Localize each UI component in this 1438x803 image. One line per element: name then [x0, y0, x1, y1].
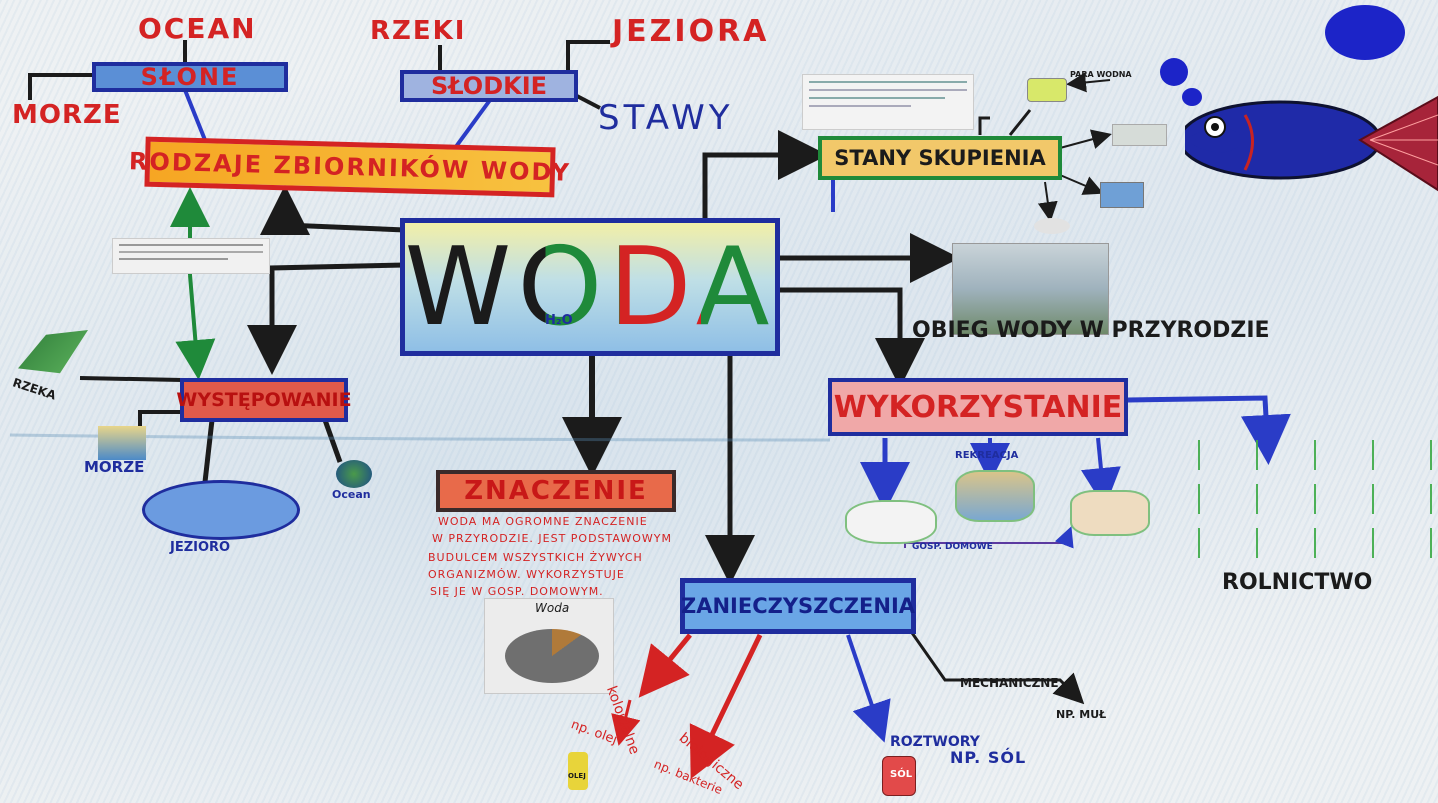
oil-bottle-label: OLEJ [568, 772, 586, 780]
box-znaczenie: ZNACZENIE [436, 470, 676, 512]
label-ocean: OCEAN [138, 12, 257, 45]
label-jeziora: JEZIORA [612, 14, 770, 49]
label-morze-2: MORZE [84, 458, 145, 476]
salt-jar-image: SÓL [882, 756, 916, 796]
znaczenie-line-2: W PRZYRODZIE. JEST PODSTAWOWYM [432, 532, 672, 545]
label-rzeki: RZEKI [370, 16, 467, 46]
box-wykorzystanie: WYKORZYSTANIE [828, 378, 1128, 436]
oil-bottle-image: OLEJ [568, 752, 588, 790]
znaczenie-line-5: SIĘ JE W GOSP. DOMOWYM. [430, 585, 604, 598]
label-mechaniczne: MECHANICZNE [960, 676, 1059, 690]
label-roztwory: ROZTWORY [890, 734, 980, 750]
water-cycle-image [952, 243, 1109, 335]
woda-formula: H₂O [545, 313, 573, 328]
label-zanieczyszczenia: ZANIECZYSZCZENIA [680, 594, 916, 618]
label-stany: STANY SKUPIENIA [834, 146, 1046, 170]
bubble-large [1325, 5, 1405, 60]
label-gosp: GOSP. DOMOWE [912, 542, 993, 552]
label-ocean-2: Ocean [332, 488, 371, 501]
cloud-image-left [845, 500, 937, 544]
drop-image [1034, 218, 1070, 234]
pie-chart-image: Woda [484, 598, 614, 694]
printed-note-left [112, 238, 270, 274]
label-rodzaje: RODZAJE ZBIORNIKÓW WODY [128, 147, 572, 187]
lake-drawing [142, 480, 300, 540]
label-np-mul: NP. MUŁ [1056, 708, 1107, 721]
recreation-image [955, 470, 1035, 522]
label-slone: SŁONE [140, 63, 240, 91]
box-slone: SŁONE [92, 62, 288, 92]
label-wykorzystanie: WYKORZYSTANIE [833, 389, 1123, 425]
box-rodzaje: RODZAJE ZBIORNIKÓW WODY [129, 136, 571, 198]
pot-image [1027, 78, 1067, 102]
globe-image [336, 460, 372, 488]
znaczenie-line-1: WODA MA OGROMNE ZNACZENIE [438, 515, 648, 528]
label-stawy: STAWY [598, 98, 734, 138]
bubble-small [1160, 58, 1188, 86]
label-slodkie: SŁODKIE [430, 72, 548, 100]
bubble-tiny [1182, 88, 1202, 106]
label-para-wodna: PARA WODNA [1070, 70, 1132, 79]
household-image [1070, 490, 1150, 536]
box-zanieczyszczenia: ZANIECZYSZCZENIA [680, 578, 916, 634]
woda-title: WODA [404, 224, 776, 350]
box-slodkie: SŁODKIE [400, 70, 578, 102]
ice-image [1112, 124, 1167, 146]
label-rekreacja: REKREACJA [955, 450, 1019, 461]
label-np-sol: NP. SÓL [950, 748, 1027, 767]
label-jezioro: JEZIORO [170, 540, 231, 555]
box-woda: WODA H₂O [400, 218, 780, 356]
label-rolnictwo: ROLNICTWO [1222, 570, 1373, 595]
salt-jar-label: SÓL [890, 769, 913, 780]
pie-chart-title: Woda [535, 601, 570, 615]
grass-field [1170, 440, 1438, 565]
label-morze: MORZE [12, 100, 122, 130]
box-wystepowanie: WYSTĘPOWANIE [176, 378, 352, 422]
snow-image [1100, 182, 1144, 208]
sea-image [98, 426, 146, 460]
box-stany: STANY SKUPIENIA [818, 136, 1062, 180]
znaczenie-line-4: ORGANIZMÓW. WYKORZYSTUJE [428, 568, 625, 581]
label-obieg: OBIEG WODY W PRZYRODZIE [912, 318, 1270, 343]
znaczenie-line-3: BUDULCEM WSZYSTKICH ŻYWYCH [428, 551, 643, 564]
fish-drawing [1185, 95, 1438, 192]
label-znaczenie: ZNACZENIE [464, 476, 648, 506]
label-wystepowanie: WYSTĘPOWANIE [176, 389, 352, 411]
printed-note-top [802, 74, 974, 130]
